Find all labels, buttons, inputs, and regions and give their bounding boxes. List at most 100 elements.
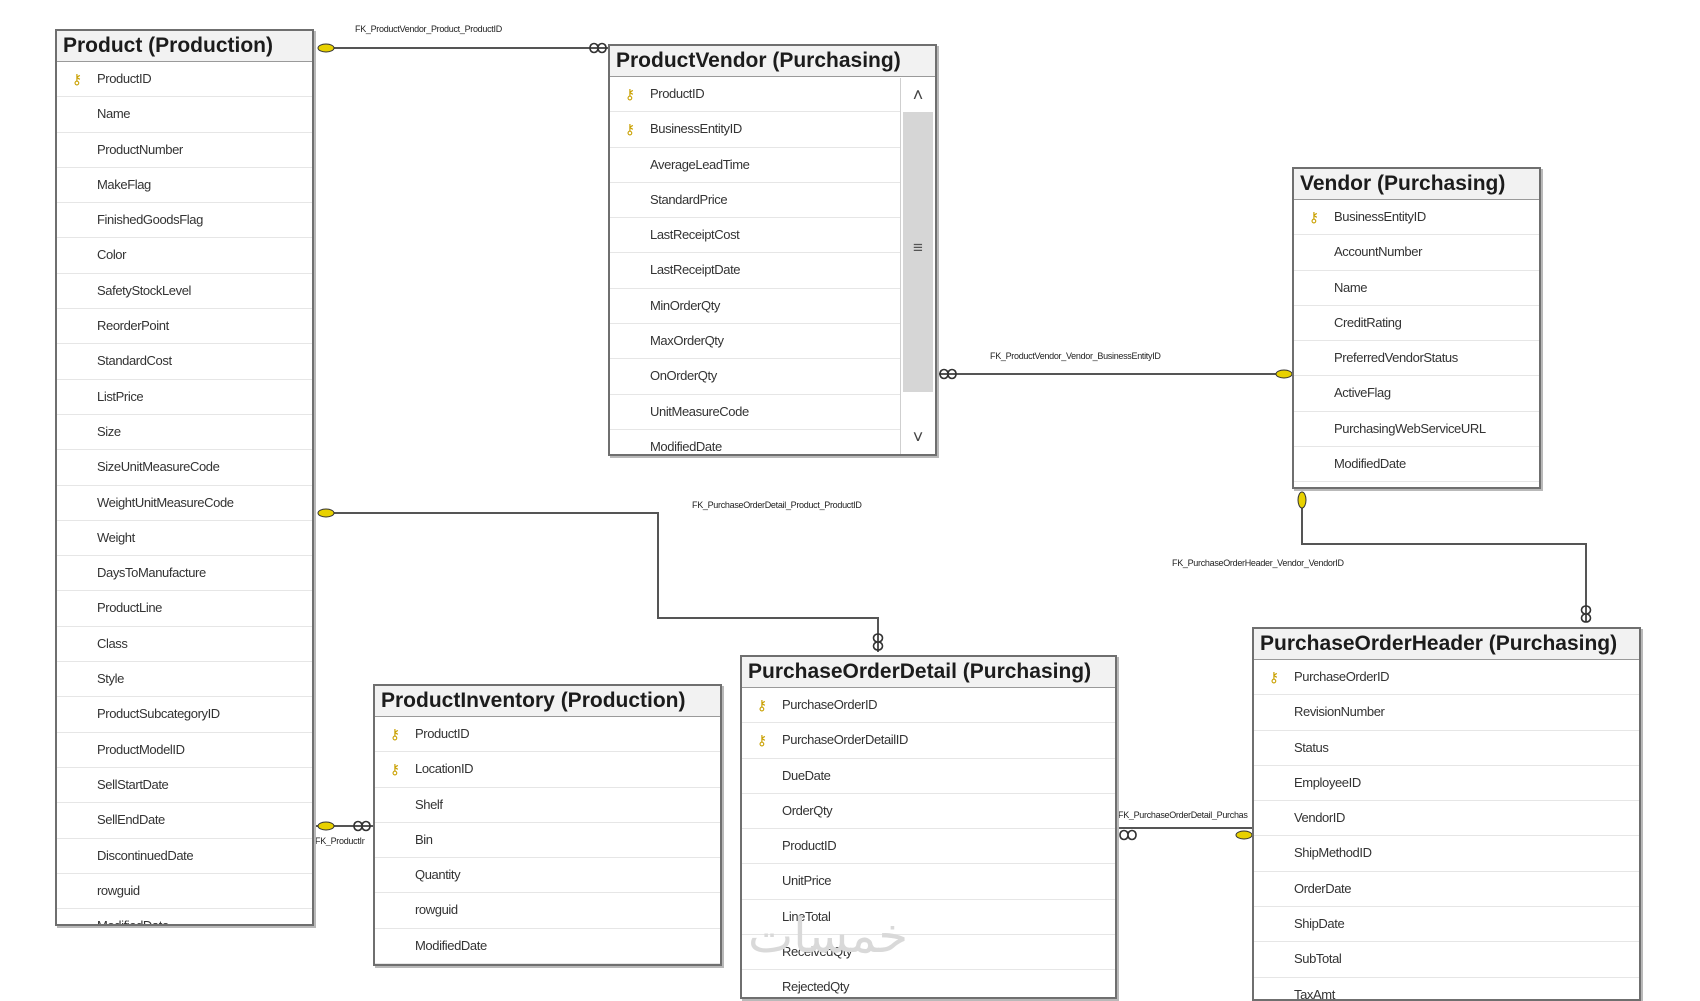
- column-row[interactable]: Name: [1294, 271, 1539, 306]
- column-row[interactable]: TaxAmt: [1254, 978, 1639, 999]
- column-row[interactable]: VendorID: [1254, 801, 1639, 837]
- column-row[interactable]: FinishedGoodsFlag: [57, 203, 312, 239]
- column-name: EmployeeID: [1294, 774, 1361, 790]
- column-row[interactable]: MakeFlag: [57, 168, 312, 204]
- many-end-icon: [872, 633, 884, 651]
- column-row[interactable]: Weight: [57, 521, 312, 557]
- column-row[interactable]: ModifiedDate: [57, 909, 312, 924]
- scrollbar-thumb[interactable]: [903, 112, 933, 392]
- column-row[interactable]: ModifiedDate: [375, 929, 720, 964]
- scroll-up-icon[interactable]: ˄: [912, 85, 924, 105]
- column-name: PurchasingWebServiceURL: [1334, 420, 1486, 436]
- column-row[interactable]: AverageLeadTime: [610, 148, 901, 183]
- scroll-down-icon[interactable]: ˅: [912, 427, 924, 447]
- column-row[interactable]: LastReceiptCost: [610, 218, 901, 254]
- column-name: SafetyStockLevel: [97, 282, 192, 298]
- column-row[interactable]: ModifiedDate: [610, 430, 901, 454]
- column-row[interactable]: rowguid: [375, 893, 720, 929]
- column-row[interactable]: StandardPrice: [610, 183, 901, 219]
- column-row[interactable]: SellEndDate: [57, 803, 312, 839]
- column-row[interactable]: LastReceiptDate: [610, 253, 901, 289]
- column-row[interactable]: ProductID: [742, 829, 1115, 865]
- column-row[interactable]: Status: [1254, 731, 1639, 766]
- column-row[interactable]: ShipMethodID: [1254, 836, 1639, 872]
- column-row[interactable]: RejectedQty: [742, 970, 1115, 997]
- column-row[interactable]: CreditRating: [1294, 306, 1539, 342]
- column-row[interactable]: UnitMeasureCode: [610, 395, 901, 430]
- column-row[interactable]: RevisionNumber: [1254, 695, 1639, 731]
- column-row[interactable]: AccountNumber: [1294, 235, 1539, 271]
- column-row[interactable]: Class: [57, 627, 312, 663]
- column-name: BusinessEntityID: [1334, 209, 1426, 224]
- rel-line-poh-vendor: [1301, 492, 1587, 622]
- column-row[interactable]: ProductSubcategoryID: [57, 697, 312, 733]
- rel-label-pod-poh: FK_PurchaseOrderDetail_PurchaseOrderHead…: [1118, 810, 1248, 820]
- column-row[interactable]: Quantity: [375, 858, 720, 894]
- column-row[interactable]: ActiveFlag: [1294, 376, 1539, 412]
- column-row[interactable]: ⚷ProductID: [375, 717, 720, 753]
- column-row[interactable]: ⚷PurchaseOrderID: [742, 688, 1115, 724]
- column-row[interactable]: Name: [57, 97, 312, 133]
- table-product-inventory[interactable]: ProductInventory (Production) ⚷ProductID…: [373, 684, 722, 966]
- column-row[interactable]: MaxOrderQty: [610, 324, 901, 360]
- column-row[interactable]: Style: [57, 662, 312, 698]
- column-row[interactable]: StandardCost: [57, 344, 312, 380]
- column-name: Weight: [97, 529, 135, 545]
- column-name: Name: [1334, 279, 1368, 295]
- column-row[interactable]: ⚷BusinessEntityID: [1294, 200, 1539, 236]
- column-row[interactable]: SizeUnitMeasureCode: [57, 450, 312, 486]
- column-row[interactable]: DaysToManufacture: [57, 556, 312, 592]
- column-row[interactable]: OrderDate: [1254, 872, 1639, 908]
- column-row[interactable]: ProductModelID: [57, 733, 312, 768]
- column-row[interactable]: DueDate: [742, 759, 1115, 794]
- column-row[interactable]: PreferredVendorStatus: [1294, 341, 1539, 377]
- column-name: AccountNumber: [1334, 244, 1423, 260]
- column-row[interactable]: Bin: [375, 823, 720, 859]
- column-name: DiscontinuedDate: [97, 847, 194, 863]
- column-row[interactable]: ListPrice: [57, 380, 312, 415]
- column-row[interactable]: ⚷PurchaseOrderDetailID: [742, 723, 1115, 759]
- column-row[interactable]: ModifiedDate: [1294, 447, 1539, 483]
- column-row[interactable]: ShipDate: [1254, 907, 1639, 943]
- column-row[interactable]: WeightUnitMeasureCode: [57, 486, 312, 521]
- column-row[interactable]: ⚷PurchaseOrderID: [1254, 660, 1639, 696]
- key-end-icon: [317, 508, 335, 518]
- table-purchase-order-header[interactable]: PurchaseOrderHeader (Purchasing) ⚷Purcha…: [1252, 627, 1641, 1001]
- column-name: Name: [97, 106, 131, 122]
- column-row[interactable]: SellStartDate: [57, 768, 312, 804]
- relationship-lines: [315, 42, 1592, 841]
- table-product-vendor[interactable]: ProductVendor (Purchasing) ⚷ProductID⚷Bu…: [608, 44, 937, 456]
- column-row[interactable]: MinOrderQty: [610, 289, 901, 325]
- column-row[interactable]: Shelf: [375, 788, 720, 823]
- column-row[interactable]: PurchasingWebServiceURL: [1294, 412, 1539, 448]
- column-row[interactable]: SubTotal: [1254, 942, 1639, 978]
- column-row[interactable]: ReorderPoint: [57, 309, 312, 345]
- column-row[interactable]: LineTotal: [742, 900, 1115, 936]
- vertical-scrollbar[interactable]: ˄ ≡ ˅: [900, 78, 935, 454]
- key-end-icon: [1235, 830, 1253, 840]
- column-row[interactable]: ⚷ProductID: [57, 62, 312, 98]
- column-row[interactable]: ⚷ProductID: [610, 77, 901, 113]
- column-row[interactable]: ProductNumber: [57, 133, 312, 168]
- column-row[interactable]: ⚷BusinessEntityID: [610, 112, 901, 148]
- primary-key-icon: ⚷: [756, 697, 768, 713]
- column-name: PurchaseOrderDetailID: [782, 732, 908, 748]
- column-name: PurchaseOrderID: [1294, 669, 1390, 684]
- column-row[interactable]: rowguid: [57, 874, 312, 910]
- column-row[interactable]: UnitPrice: [742, 864, 1115, 900]
- column-name: Status: [1294, 739, 1329, 755]
- column-row[interactable]: EmployeeID: [1254, 766, 1639, 802]
- column-row[interactable]: DiscontinuedDate: [57, 839, 312, 874]
- column-row[interactable]: Color: [57, 238, 312, 274]
- column-row[interactable]: OnOrderQty: [610, 359, 901, 395]
- column-row[interactable]: SafetyStockLevel: [57, 274, 312, 310]
- column-row[interactable]: OrderQty: [742, 794, 1115, 830]
- column-row[interactable]: Size: [57, 415, 312, 451]
- column-row[interactable]: ⚷LocationID: [375, 752, 720, 788]
- column-row[interactable]: ProductLine: [57, 591, 312, 627]
